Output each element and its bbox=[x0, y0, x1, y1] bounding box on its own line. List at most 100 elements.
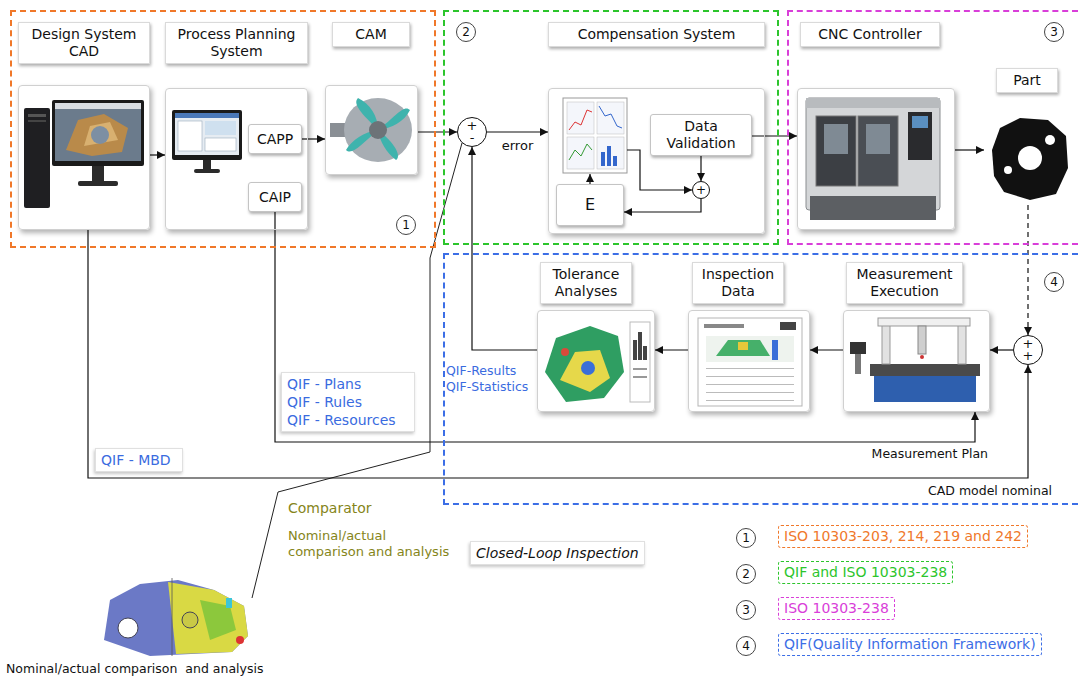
monitor-figure-part bbox=[205, 138, 236, 151]
part-silhouette-part bbox=[1018, 146, 1042, 170]
comparison-part-figure-part bbox=[172, 578, 173, 656]
cmm-machine-figure-part bbox=[918, 326, 926, 354]
flow-connector bbox=[487, 131, 548, 132]
inspection-report-figure-part bbox=[706, 392, 794, 393]
system-card: Process Planning SystemCAPPCAIP bbox=[165, 88, 308, 230]
callout-number: 3 bbox=[737, 601, 755, 619]
heading-label: CNC Controller bbox=[800, 22, 940, 47]
heading-label: Process Planning System bbox=[165, 22, 308, 64]
flow-connector bbox=[418, 131, 457, 132]
tolerance-map-figure-part bbox=[545, 326, 624, 402]
compensation-chart-figure-part bbox=[597, 137, 624, 169]
heading-label: Part bbox=[996, 68, 1058, 93]
cmm-machine-figure-part bbox=[855, 354, 861, 374]
title-label: Closed-Loop Inspection bbox=[476, 544, 639, 562]
tolerance-map-figure-part bbox=[561, 348, 569, 356]
junction-sign: + bbox=[1023, 350, 1034, 362]
cnc-machine-figure-part bbox=[816, 116, 856, 186]
comparison-part-figure-part bbox=[182, 612, 198, 628]
part-silhouette-part bbox=[1045, 135, 1055, 145]
connector-group bbox=[88, 132, 1028, 478]
system-card: Tolerance Analyses bbox=[537, 310, 655, 412]
monitor-figure-part bbox=[203, 160, 211, 170]
compensation-chart-figure-part bbox=[567, 137, 594, 169]
region-number: 1 bbox=[396, 215, 416, 235]
inspection-report-figure-part bbox=[716, 340, 770, 356]
comparison-part-figure-part bbox=[226, 598, 232, 608]
tolerance-map-figure-part bbox=[581, 361, 595, 375]
part-silhouette-part bbox=[992, 118, 1068, 200]
callout-circle: 2 bbox=[736, 564, 756, 584]
heading-label: Design System CAD bbox=[18, 22, 150, 64]
monitor-figure-part bbox=[175, 113, 239, 155]
compensation-chart-figure-part bbox=[607, 146, 611, 166]
flow-connector bbox=[655, 349, 688, 350]
qif-label: QIF - Rules bbox=[287, 393, 409, 411]
cmm-machine-figure-part bbox=[850, 342, 866, 354]
inspection-report-figure-part bbox=[738, 342, 748, 350]
impeller-figure-part bbox=[344, 98, 412, 162]
workstation-figure-part bbox=[55, 103, 141, 109]
cnc-machine-figure-part bbox=[806, 98, 940, 210]
region-number: 4 bbox=[1044, 272, 1064, 292]
junction-sign: + bbox=[467, 120, 478, 132]
heading-label: Tolerance Analyses bbox=[540, 262, 632, 304]
workstation-figure-part bbox=[66, 114, 128, 156]
process-box: Data Validation bbox=[650, 114, 752, 156]
flow-connector bbox=[752, 135, 797, 136]
standard-label: ISO 10303-203, 214, 219 and 242 bbox=[784, 528, 1022, 545]
qif-label: QIF - Resources bbox=[287, 411, 409, 429]
compensation-chart-figure-part bbox=[569, 110, 592, 130]
flow-connector bbox=[810, 349, 843, 350]
tolerance-map-figure-part bbox=[560, 350, 610, 392]
monitor-figure-part bbox=[175, 113, 239, 118]
compensation-chart-figure-part bbox=[567, 102, 594, 134]
monitor-figure-part bbox=[172, 110, 242, 160]
compensation-chart-figure-part bbox=[563, 98, 627, 173]
figure-caption: Nominal/actual comparison and analysis bbox=[6, 661, 263, 676]
system-card: Compensation SystemData Validation+E bbox=[548, 88, 765, 234]
dashed-region: 4Tolerance AnalysesInspection DataMeasur… bbox=[443, 253, 1078, 505]
workstation-figure-part bbox=[28, 120, 46, 122]
system-card: CNC Controller bbox=[797, 88, 955, 230]
cnc-machine-figure-part bbox=[810, 196, 936, 220]
flow-connector bbox=[1027, 205, 1028, 335]
inspection-report-figure-part bbox=[706, 376, 794, 377]
dashed-region: 2+-Compensation SystemData Validation+E bbox=[443, 10, 779, 245]
flow-label: CAD model nominal bbox=[928, 483, 1052, 498]
system-card: Inspection Data bbox=[688, 310, 810, 412]
heading-label: Measurement Execution bbox=[846, 262, 963, 304]
comparison-part-figure-part bbox=[168, 582, 248, 654]
heading-label: Compensation System bbox=[548, 22, 765, 47]
qif-label-box: QIF - PlansQIF - RulesQIF - Resources bbox=[281, 372, 415, 432]
workstation-figure-part bbox=[92, 166, 104, 182]
flow-connector bbox=[302, 138, 325, 139]
qif-output-label: QIF-Results bbox=[446, 363, 516, 378]
qif-label-box: QIF - MBD bbox=[95, 448, 183, 472]
cnc-machine-figure-part bbox=[858, 116, 898, 186]
heading-label: CAM bbox=[332, 22, 410, 47]
title-label-box: Closed-Loop Inspection bbox=[470, 541, 645, 565]
junction-sign: - bbox=[470, 132, 475, 144]
cnc-machine-figure bbox=[806, 98, 940, 220]
callout-circle: 1 bbox=[736, 528, 756, 548]
dashed-region: 1 Design System CAD Process Planning Syste… bbox=[10, 10, 436, 248]
workstation-figure-part bbox=[28, 114, 46, 117]
standard-label: QIF(Quality Information Framework) bbox=[784, 636, 1036, 653]
feedback-wire bbox=[627, 150, 692, 190]
cmm-machine-figure-part bbox=[882, 322, 890, 364]
junction-sign: + bbox=[1023, 338, 1034, 350]
callout-number: 1 bbox=[737, 529, 755, 547]
inspection-report-figure-part bbox=[706, 368, 794, 369]
process-box: CAPP bbox=[248, 124, 302, 154]
flow-connector bbox=[990, 349, 1013, 350]
summing-junction: +- bbox=[457, 117, 487, 147]
edge-label: error bbox=[500, 138, 535, 154]
standard-box: ISO 10303-238 bbox=[778, 597, 895, 620]
workstation-figure-part bbox=[52, 100, 144, 166]
inspection-report-figure-part bbox=[772, 340, 778, 360]
callout-circle: 4 bbox=[736, 636, 756, 656]
dashed-region: 3CNC ControllerPart bbox=[787, 10, 1078, 245]
cmm-machine-figure-part bbox=[920, 355, 924, 359]
cnc-machine-figure-part bbox=[806, 98, 940, 108]
